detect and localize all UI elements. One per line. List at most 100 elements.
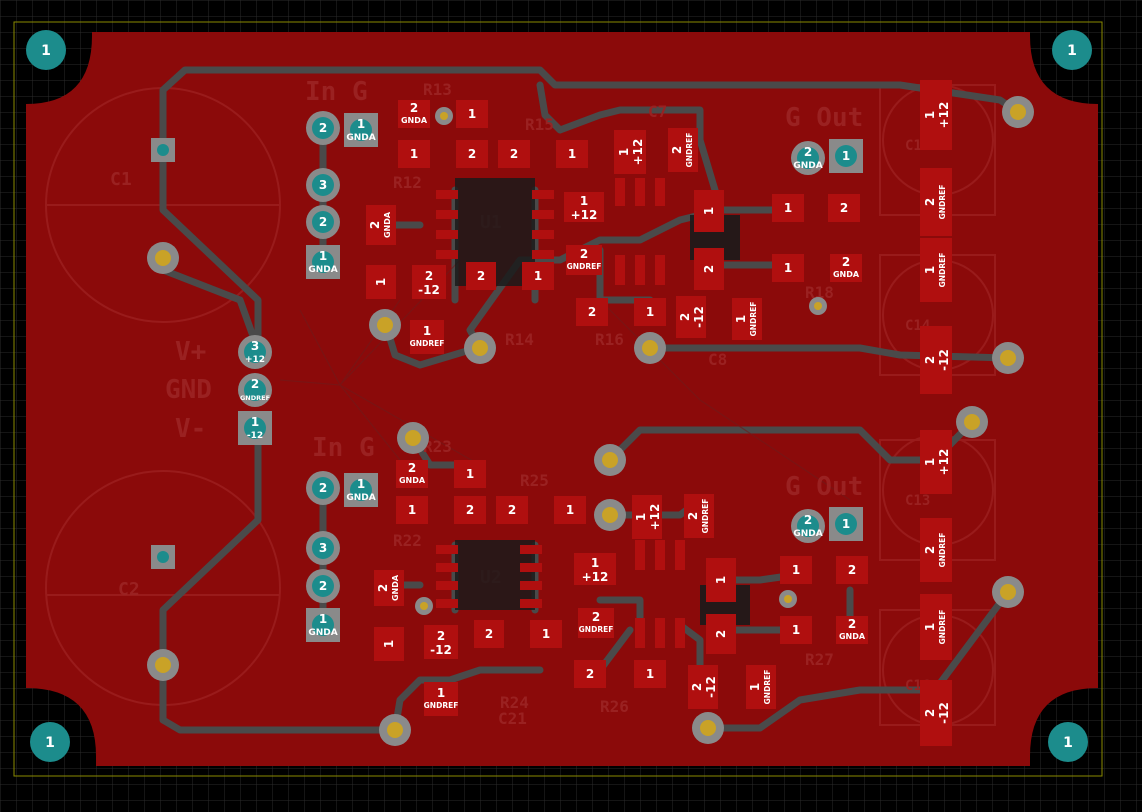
smd-pad-bot[interactable]: 1+12 — [574, 553, 616, 585]
input-connector-pin[interactable]: 2 — [306, 471, 340, 505]
smd-pad-top[interactable]: 2 — [466, 262, 496, 290]
smd-pad-bot[interactable]: 1 — [554, 496, 586, 524]
smd-pad-bot[interactable]: 1 — [634, 660, 666, 688]
cap-pad-bot[interactable]: 2-12 — [920, 680, 952, 746]
mounting-hole[interactable]: 1 — [1048, 722, 1088, 762]
smd-pad-top[interactable]: 1 — [366, 265, 396, 299]
output-connector-pin[interactable]: 1 — [829, 507, 863, 541]
smd-pad-bot[interactable]: 2 — [836, 556, 868, 584]
via — [147, 242, 179, 274]
pad-number: 1 — [319, 249, 327, 263]
cap-pad-top[interactable]: 2-12 — [920, 326, 952, 394]
output-connector-pin[interactable]: 1 — [829, 139, 863, 173]
smd-pad-bot[interactable]: 2 — [496, 496, 528, 524]
smd-pad-top[interactable]: 2 — [498, 140, 530, 168]
smd-pad-bot[interactable]: 2 — [706, 614, 736, 654]
input-connector-pin[interactable]: 2 — [306, 569, 340, 603]
via — [151, 545, 175, 569]
via — [809, 297, 827, 315]
pad-number: 1 — [923, 111, 937, 119]
smd-pad-top[interactable]: 1 — [556, 140, 588, 168]
smd-pad-bot[interactable]: 1 — [780, 556, 812, 584]
power-connector-pin[interactable]: 3+12 — [238, 335, 272, 369]
smd-pad-top[interactable]: 1 — [398, 140, 430, 168]
smd-pad-bot[interactable]: 1 — [396, 496, 428, 524]
silk-c13: C13 — [905, 493, 930, 509]
smd-pad-bot[interactable]: 2 — [574, 660, 606, 688]
input-connector-pin[interactable]: 3 — [306, 531, 340, 565]
smd-pad-bot[interactable]: 1 — [454, 460, 486, 488]
smd-pad-bot[interactable]: 2 — [454, 496, 486, 524]
pad-number: 2 — [319, 215, 327, 229]
smd-pad-top[interactable]: 1 — [694, 190, 724, 232]
smd-pad-top[interactable]: 1+12 — [564, 192, 604, 222]
pad-number: 2 — [319, 481, 327, 495]
smd-pad-top[interactable]: 2 — [694, 248, 724, 290]
via — [369, 309, 401, 341]
smd-pad-top[interactable]: 1 — [772, 254, 804, 282]
smd-pad-top[interactable]: 2 — [576, 298, 608, 326]
smd-pad-bot[interactable]: 1 — [374, 627, 404, 661]
smd-pad-top[interactable]: 2 — [828, 194, 860, 222]
silk-gnd: GND — [165, 375, 212, 405]
pad-number: 2 — [588, 305, 596, 319]
ic-u2[interactable] — [436, 540, 542, 610]
smd-pad-top[interactable]: 1 — [522, 262, 554, 290]
mounting-hole[interactable]: 1 — [26, 30, 66, 70]
smd-pad-bot[interactable]: 1 — [706, 558, 736, 602]
pad-number: 1 — [923, 623, 937, 631]
cap-pad-top[interactable]: 1+12 — [920, 80, 952, 150]
cap-pad-bot[interactable]: 1+12 — [920, 430, 952, 494]
smd-pad-top[interactable]: 1 — [772, 194, 804, 222]
smd-pad-bot[interactable]: 2 — [474, 620, 504, 648]
mounting-hole[interactable]: 1 — [1052, 30, 1092, 70]
smd-pad-bot[interactable]: 1 — [780, 616, 812, 644]
pad-number: 1 — [923, 458, 937, 466]
smd-pad-top[interactable]: 1 — [456, 100, 488, 128]
input-connector-pin[interactable]: 2 — [306, 111, 340, 145]
via — [1002, 96, 1034, 128]
smd-pad-bot[interactable]: 1 — [530, 620, 562, 648]
smd-pad-bot[interactable]: 1+12 — [632, 495, 662, 539]
smd-pad-top[interactable]: 2 — [456, 140, 488, 168]
pad-number: 2 — [477, 269, 485, 283]
smd-pad-bot[interactable]: 2-12 — [424, 625, 458, 659]
input-connector-pin[interactable]: 3 — [306, 168, 340, 202]
input-connector-pin[interactable]: 2 — [306, 205, 340, 239]
mounting-hole[interactable]: 1 — [30, 722, 70, 762]
smd-pad-top[interactable]: 2-12 — [412, 265, 446, 299]
power-connector-pin[interactable]: 1-12 — [238, 411, 272, 445]
smd-pad-top[interactable]: 1 — [634, 298, 666, 326]
smd-pad-top[interactable]: 2-12 — [676, 296, 706, 338]
smd-pad-top[interactable]: 1+12 — [614, 130, 646, 174]
pad-net: -12 — [247, 431, 263, 441]
smd-pad-bot[interactable]: 2-12 — [688, 665, 718, 709]
via — [956, 406, 988, 438]
